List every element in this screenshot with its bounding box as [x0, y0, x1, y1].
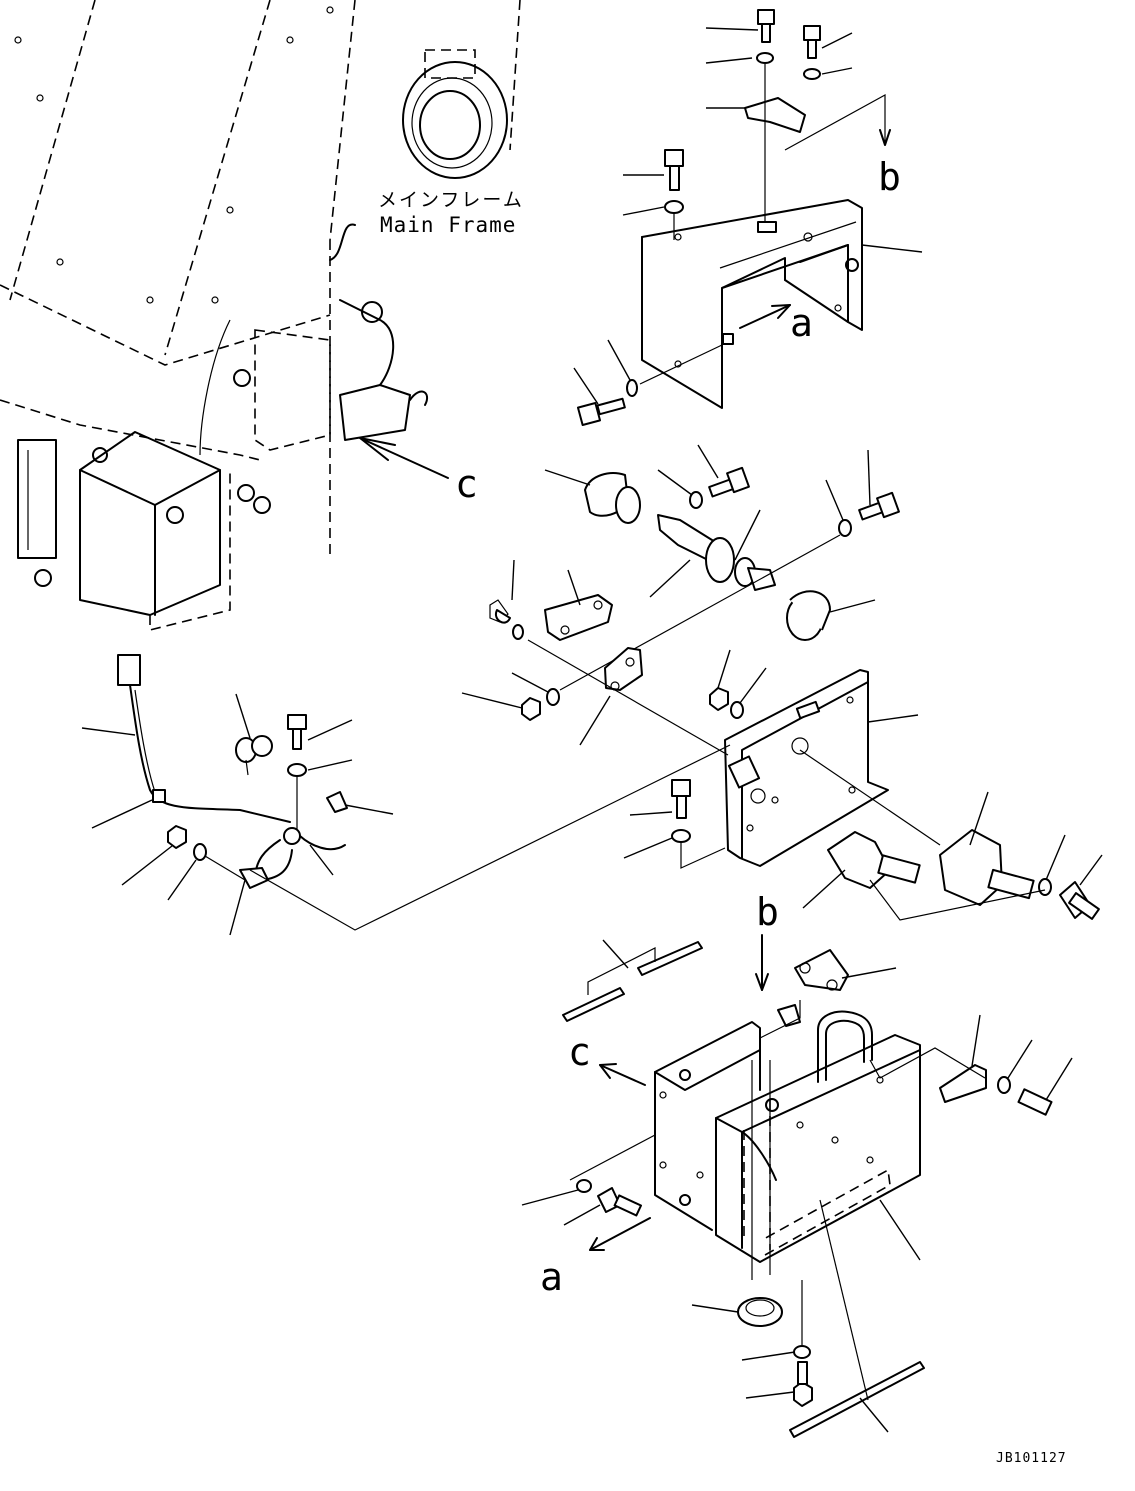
bolt-icon — [803, 25, 821, 59]
reference-letter-b-lower: b — [756, 890, 779, 934]
reference-letter-a-upper: a — [790, 301, 813, 345]
washer-icon — [756, 52, 774, 64]
bolt-icon — [576, 397, 626, 427]
reference-letter-c-upper: c — [455, 462, 478, 506]
reference-letter-b-upper: b — [878, 155, 901, 199]
frame-label-japanese: メインフレーム — [378, 189, 524, 211]
drawing-code: JB101127 — [996, 1451, 1067, 1466]
battery-box-assembly — [521, 934, 1073, 1438]
reference-letter-c-lower: c — [568, 1030, 591, 1074]
clamp-plate — [744, 97, 806, 133]
washer-icon — [803, 68, 821, 80]
reference-letter-a-lower: a — [540, 1255, 563, 1299]
main-frame — [0, 0, 521, 632]
frame-label-english: Main Frame — [380, 213, 516, 237]
cover-assembly — [573, 9, 923, 427]
wire-harness — [81, 654, 731, 936]
bolt-icon — [757, 9, 775, 43]
switch-assembly — [461, 444, 1103, 921]
